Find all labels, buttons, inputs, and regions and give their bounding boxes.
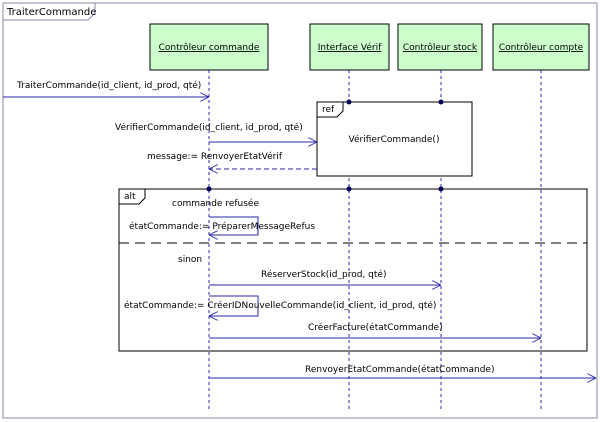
lifeline-head-interface-verif [309,23,390,71]
alt-fragment [118,188,588,352]
alt-guard-2: sinon [178,255,202,265]
lifeline-label-ctrl-commande: Contrôleur commande [159,42,260,53]
message-arrow-m4 [209,216,259,235]
lifeline-dot [346,99,352,105]
message-label-m3: message:= RenvoyerEtatVérif [147,151,283,162]
alt-fragment-tag: alt [124,192,136,202]
message-label-m1: TraiterCommande(id_client, id_prod, qté) [16,80,201,91]
frame-title: TraiterCommande [6,7,96,18]
ref-fragment-label: VérifierCommande() [349,134,440,145]
lifeline-label-ctrl-stock: Contrôleur stock [403,42,478,53]
lifeline-dot [346,186,352,192]
message-label-m8: RenvoyerEtatCommande(étatCommande) [305,364,494,375]
lifeline-dot [438,99,444,105]
lifeline-label-ctrl-compte: Contrôleur compte [499,42,584,53]
lifeline-head-ctrl-stock [397,23,483,71]
lifeline-head-ctrl-compte [492,23,590,71]
ref-fragment [316,101,473,177]
lifeline-dot [206,186,212,192]
message-label-m7: CréerFacture(étatCommande) [308,322,443,333]
message-label-m5: RéserverStock(id_prod, qté) [261,269,386,280]
ref-fragment-tab [317,102,344,118]
message-label-m6: étatCommande:= CréerIDNouvelleCommande(i… [124,300,436,311]
ref-fragment-tag: ref [322,105,335,115]
lifeline-head-ctrl-commande [149,23,269,71]
lifeline-label-interface-verif: Interface Vérif [318,42,382,53]
message-arrow-m6 [209,295,259,316]
lifeline-dot [438,186,444,192]
message-label-m2: VérifierCommande(id_client, id_prod, qté… [115,122,303,133]
alt-fragment-tab [119,189,146,205]
message-label-m4: étatCommande:= PréparerMessageRefus [129,221,315,232]
alt-guard-1: commande refusée [172,198,259,209]
frame-title-tab [3,3,96,21]
